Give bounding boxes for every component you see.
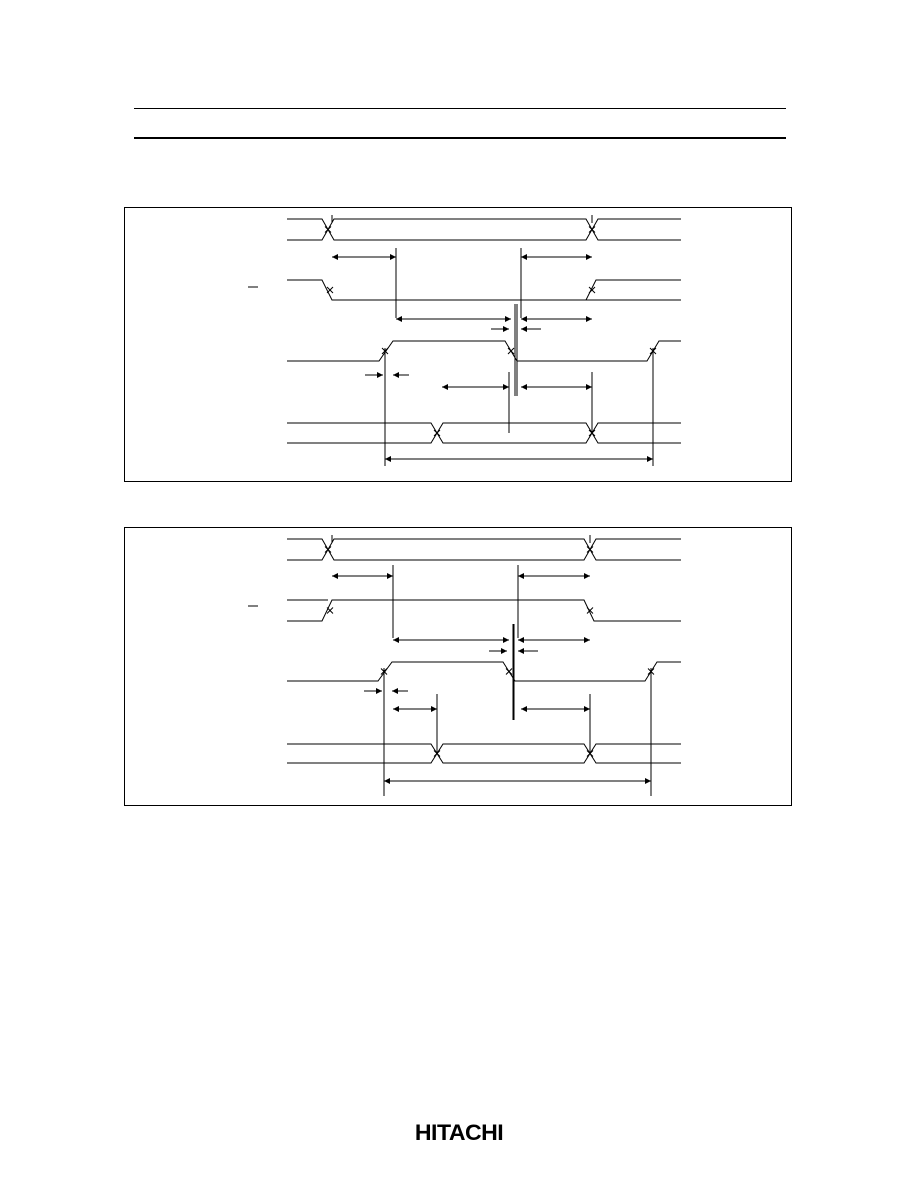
dim-arrow-6-head-left <box>521 384 527 390</box>
strobe-signal <box>287 661 681 682</box>
timing-diagram-1 <box>124 207 792 482</box>
dim-arrow-5-head-left <box>393 706 399 712</box>
pointer-right-1-head <box>503 326 509 332</box>
cycle-time-arrow-head-right <box>647 456 653 462</box>
dim-arrow-4-head-right <box>584 637 590 643</box>
cycle-time-arrow-head-left <box>385 456 391 462</box>
pointer-right-1-head <box>501 648 507 654</box>
dim-arrow-2-head-right <box>584 573 590 579</box>
timing-diagram-1-canvas <box>248 215 681 466</box>
address-bus-lower <box>287 218 681 241</box>
timing-diagram-2-canvas <box>248 535 681 796</box>
cs-signal <box>287 279 681 301</box>
dim-arrow-4-head-left <box>518 637 524 643</box>
strobe-signal <box>287 340 681 362</box>
cs-tick-1-b <box>326 607 334 614</box>
data-bus-cross-2-b <box>588 429 596 437</box>
strobe-tick-2-b <box>505 668 513 675</box>
dim-arrow-3-head-right <box>503 637 509 643</box>
dim-arrow-1-head-right <box>390 254 396 260</box>
address-bus-cross-2-b <box>588 226 596 233</box>
data-bus-upper <box>287 743 681 764</box>
pointer-left-1-head <box>521 326 527 332</box>
pointer-right-2-head <box>377 372 383 378</box>
cs-tick-2-b <box>586 607 594 614</box>
dim-arrow-4-head-right <box>586 316 592 322</box>
address-bus-upper <box>287 538 681 561</box>
strobe-tick-2-b <box>507 347 515 355</box>
pointer-right-2-head <box>376 688 382 694</box>
dim-arrow-1-head-left <box>332 573 338 579</box>
dim-arrow-3-head-left <box>396 316 402 322</box>
address-bus-cross-1-b <box>324 546 332 553</box>
dim-arrow-2-head-right <box>586 254 592 260</box>
dim-arrow-3-head-right <box>505 316 511 322</box>
dim-arrow-6-head-right <box>584 706 590 712</box>
data-bus-cross-1-b <box>433 429 441 437</box>
header-rule-top <box>134 108 786 109</box>
pointer-left-1-head <box>518 648 524 654</box>
dim-arrow-1-head-left <box>332 254 338 260</box>
header-rule-bottom <box>134 137 786 139</box>
data-bus-upper <box>287 422 681 444</box>
data-bus-lower <box>287 422 681 444</box>
cycle-time-arrow-head-left <box>384 778 390 784</box>
address-bus-lower <box>287 538 681 561</box>
data-bus-cross-2-b <box>586 750 594 757</box>
cs-tick-1-b <box>326 286 334 294</box>
cycle-time-arrow-head-right <box>645 778 651 784</box>
hitachi-logo: HITACHI <box>0 1120 918 1146</box>
timing-diagram-2 <box>124 527 792 806</box>
address-bus-upper <box>287 218 681 241</box>
cs-signal <box>287 599 681 622</box>
dim-arrow-6-head-right <box>586 384 592 390</box>
cs-tick-2-b <box>588 286 596 294</box>
brand-logo-text: HITACHI <box>414 1120 504 1145</box>
address-bus-cross-1-b <box>324 226 332 233</box>
dim-arrow-2-head-left <box>521 254 527 260</box>
dim-arrow-5-head-right <box>431 706 437 712</box>
dim-arrow-3-head-left <box>393 637 399 643</box>
dim-arrow-6-head-left <box>521 706 527 712</box>
dim-arrow-1-head-right <box>387 573 393 579</box>
dim-arrow-5-head-right <box>503 384 509 390</box>
dim-arrow-4-head-left <box>521 316 527 322</box>
pointer-left-2-head <box>393 372 399 378</box>
pointer-left-2-head <box>392 688 398 694</box>
data-bus-lower <box>287 743 681 764</box>
data-bus-cross-1-b <box>433 750 441 757</box>
address-bus-cross-2-b <box>586 546 594 553</box>
dim-arrow-5-head-left <box>442 384 448 390</box>
dim-arrow-2-head-left <box>518 573 524 579</box>
